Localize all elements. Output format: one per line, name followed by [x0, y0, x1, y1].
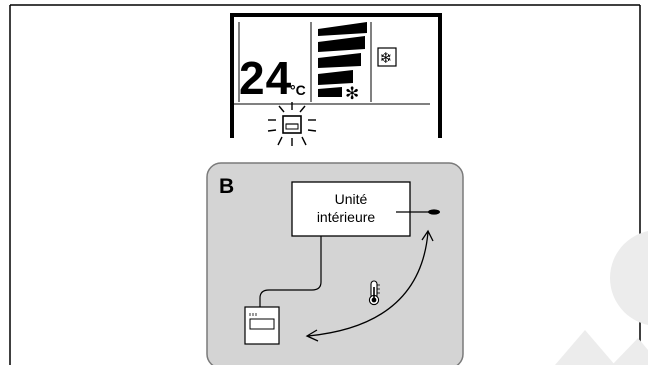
temperature-unit: °C	[290, 82, 306, 98]
indoor-unit-label-line1: Unité	[335, 191, 368, 207]
temperature-readout: 24	[239, 52, 292, 104]
indoor-unit: Unité intérieure	[291, 181, 411, 237]
indoor-unit-box	[291, 181, 411, 237]
mode-box	[377, 47, 397, 67]
thermometer-icon	[368, 280, 380, 306]
remote-cable	[259, 236, 322, 308]
indoor-unit-label-line2: intérieure	[317, 209, 376, 225]
fan-icon: ✻	[345, 84, 359, 103]
lcd-display: 24 °C ✻ ❄	[230, 13, 442, 146]
signal-arrow	[305, 229, 434, 342]
panel-b: B Unité intérieure	[206, 162, 464, 369]
remote-controller-icon	[244, 306, 280, 345]
snowflake-icon: ❄	[380, 50, 393, 67]
sensor-blink-icon	[267, 102, 317, 146]
sensor-icon	[396, 209, 440, 215]
watermark-shapes	[555, 231, 648, 365]
fan-speed-bars	[318, 22, 367, 97]
panel-b-letter: B	[219, 175, 234, 198]
